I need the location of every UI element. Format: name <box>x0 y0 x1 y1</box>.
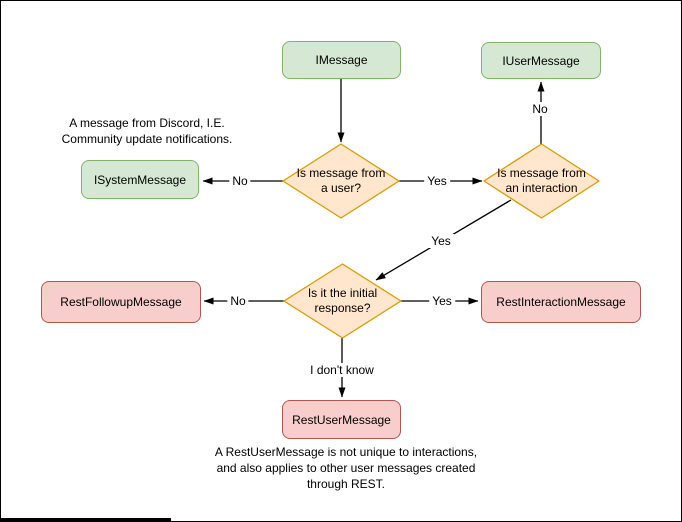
edge-label-interaction-yes: Yes <box>428 234 454 248</box>
node-imessage: IMessage <box>282 41 401 79</box>
node-iusermessage: IUserMessage <box>481 42 601 79</box>
note-rest-user-message-line3: through REST. <box>306 477 386 491</box>
decision-is-initial-response-shape <box>283 263 402 339</box>
note-rest-user-message: A RestUserMessage is not unique to inter… <box>176 444 516 492</box>
decision-is-message-from-interaction-shape <box>483 143 600 219</box>
node-restfollowupmessage: RestFollowupMessage <box>41 281 201 323</box>
node-isystemmessage-label: ISystemMessage <box>93 172 187 187</box>
bottom-left-border-bar <box>1 518 171 521</box>
note-system-message-line2: Community update notifications. <box>61 132 233 146</box>
node-restusermessage: RestUserMessage <box>282 400 401 439</box>
edge-label-user-no: No <box>229 174 251 188</box>
node-restinteractionmessage: RestInteractionMessage <box>481 281 641 323</box>
node-restfollowupmessage-label: RestFollowupMessage <box>60 295 182 309</box>
note-system-message: A message from Discord, I.E. Community u… <box>32 115 262 147</box>
edge-label-initial-unknown: I don't know <box>307 363 377 377</box>
edge-label-initial-no: No <box>227 294 249 308</box>
node-iusermessage-label: IUserMessage <box>502 53 580 68</box>
decision-is-initial-response-label: Is it the initial response? <box>307 286 378 315</box>
decision-is-message-from-interaction-label: Is message from an interaction <box>497 166 586 195</box>
node-isystemmessage: ISystemMessage <box>81 160 199 199</box>
node-restusermessage-label: RestUserMessage <box>292 412 391 427</box>
note-rest-user-message-line2: and also applies to other user messages … <box>216 461 476 475</box>
edge-label-user-yes: Yes <box>424 174 450 188</box>
decision-is-message-from-user-label: Is message from a user? <box>296 166 386 195</box>
note-rest-user-message-line1: A RestUserMessage is not unique to inter… <box>214 445 478 459</box>
node-restinteractionmessage-label: RestInteractionMessage <box>496 295 626 309</box>
note-system-message-line1: A message from Discord, I.E. <box>69 116 225 130</box>
node-imessage-label: IMessage <box>315 53 368 67</box>
decision-is-message-from-user-shape <box>282 143 400 219</box>
edge-label-initial-yes: Yes <box>429 294 455 308</box>
edge-label-interaction-no: No <box>529 102 551 116</box>
